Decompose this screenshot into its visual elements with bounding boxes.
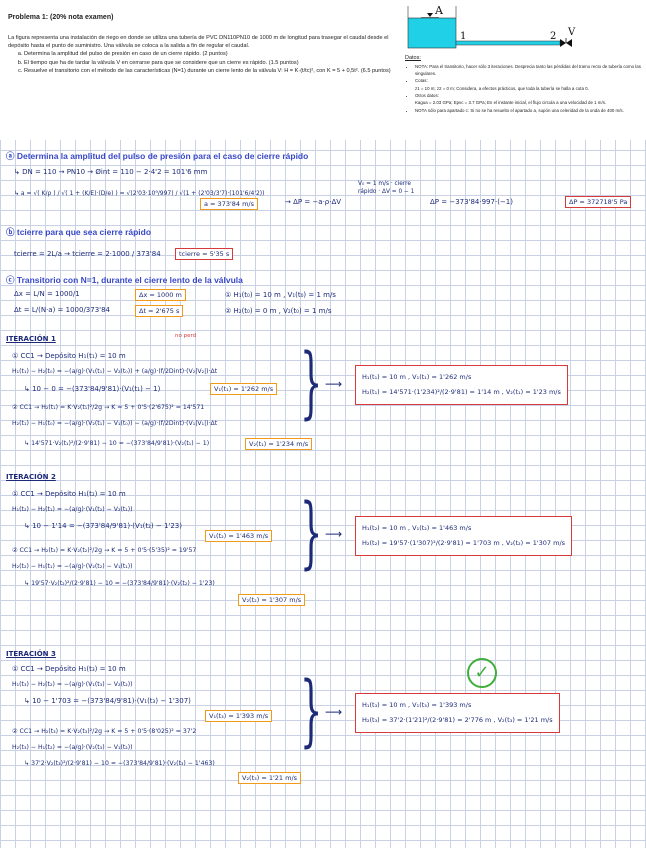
initial-node-1: ① H₁(t₀) = 10 m , V₁(t₀) = 1 m/s: [225, 291, 336, 299]
dn-line: ↳ DN = 110 → PN10 → Øint = 110 − 2·4'2 =…: [14, 168, 208, 176]
datos-panel: Datos: NOTA: Para el transitorio, hacer …: [405, 55, 641, 115]
cc2-equation: H₂(t₁) − H₁(t₀) = −(a/g)·(V₂(t₁) − V₁(t₀…: [12, 420, 218, 427]
celerity-formula: ↳ a = √( K/ρ ) / √( 1 + (K/E)·(D/e) ) = …: [14, 190, 265, 197]
cc1-equation: H₁(t₃) − H₂(t₂) = −(a/g)·(V₁(t₃) − V₂(t₂…: [12, 681, 133, 688]
valve-icon: [560, 39, 566, 47]
cc2-head: ② CC1 → H₂(t₂) = K·V₂(t₂)²/2g → K = 5 + …: [12, 547, 197, 554]
summary-node-1: H₁(t₁) = 10 m , V₁(t₁) = 1'262 m/s: [362, 373, 472, 381]
label-v: V: [567, 27, 576, 38]
cc1-substitution: ↳ 10 − 1'703 = −(373'84/9'81)·(V₁(t₃) − …: [24, 697, 191, 705]
cc2-result: V₂(t₃) = 1'21 m/s: [238, 772, 302, 784]
cc2-substitution: ↳ 14'571·V₂(t₁)²/(2·9'81) − 10 = −(373'8…: [24, 440, 210, 447]
label-2: 2: [550, 31, 556, 42]
problem-title: Problema 1: (20% nota examen): [8, 14, 114, 21]
installation-figure: A 1 2 V: [407, 4, 576, 49]
arrow-icon: ⟶: [325, 377, 343, 391]
brace: }: [300, 488, 323, 578]
brace: }: [300, 666, 323, 756]
arrow-icon: ⟶: [325, 527, 343, 541]
item-c: Resuelve el transitorio con el método de…: [24, 67, 398, 75]
problem-items: Determina la amplitud del pulso de presi…: [8, 50, 398, 75]
summary-node-1: H₁(t₃) = 10 m , V₁(t₃) = 1'393 m/s: [362, 701, 472, 709]
problem-intro: La figura representa una instalación de …: [8, 34, 398, 75]
datos-nota-c: NOTA sólo para apartado c: Si no se ha r…: [415, 108, 641, 114]
annotation-note: no perd: [175, 333, 197, 339]
n1-dt: Δt = L/(N·a) = 1000/373'84: [14, 306, 111, 314]
reservoir: [407, 17, 457, 49]
datos-nota: NOTA: Para el transitorio, hacer sólo 3 …: [415, 64, 641, 77]
n1-dt-result: Δt = 2'675 s: [135, 305, 184, 317]
cc2-equation: H₂(t₂) − H₁(t₁) = −(a/g)·(V₂(t₂) − V₁(t₁…: [12, 563, 133, 570]
datos-otros: Kagua = 2.03 GPa; Epvc = 3.7 GPa; En el …: [415, 100, 607, 106]
n1-dx-result: Δx = 1000 m: [135, 289, 186, 301]
cc2-equation: H₂(t₃) − H₁(t₂) = −(a/g)·(V₂(t₃) − V₁(t₂…: [12, 744, 133, 751]
iteration-title: ITERACIÓN 3: [6, 650, 56, 658]
cc2-head: ② CC1 → H₂(t₁) = K·V₂(t₁)²/2g → K = 5 + …: [12, 404, 205, 411]
cc1-head: ① CC1 → Depósito H₁(t₂) = 10 m: [12, 490, 126, 498]
intro-text: La figura representa una instalación de …: [8, 35, 389, 50]
iteration-title: ITERACIÓN 1: [6, 335, 56, 343]
datos-otros-label: Otros datos:: [415, 93, 641, 99]
cc1-result: V₁(t₂) = 1'463 m/s: [205, 530, 273, 542]
datos-cotas: z1 = 10 m; z2 = 0 m; Considera, a efecto…: [415, 85, 589, 91]
section-a-heading: ⓐ Determina la amplitud del pulso de pre…: [6, 151, 309, 161]
summary-node-1: H₁(t₂) = 10 m , V₁(t₂) = 1'463 m/s: [362, 524, 472, 532]
tc-formula: tcierre = 2L/a → tcierre = 2·1000 / 373'…: [14, 250, 161, 258]
label-1: 1: [460, 31, 466, 42]
cc1-equation: H₁(t₂) − H₂(t₁) = −(a/g)·(V₁(t₂) − V₂(t₁…: [12, 506, 133, 513]
water-level-icon: [427, 13, 433, 17]
iteration-summary: H₁(t₂) = 10 m , V₁(t₂) = 1'463 m/s H₂(t₂…: [355, 516, 573, 556]
cc1-substitution: ↳ 10 − 1'14 = −(373'84/9'81)·(V₁(t₂) − 1…: [24, 522, 182, 530]
celerity-result: a = 373'84 m/s: [200, 198, 259, 210]
item-b: El tiempo que ha de tardar la válvula V …: [24, 59, 398, 67]
cc1-result: V₁(t₃) = 1'393 m/s: [205, 710, 273, 722]
iteration-summary: H₁(t₃) = 10 m , V₁(t₃) = 1'393 m/s H₂(t₃…: [355, 693, 560, 733]
item-a: Determina la amplitud del pulso de presi…: [24, 50, 398, 58]
brace: }: [300, 338, 323, 428]
check-mark-icon: ✓: [467, 658, 497, 688]
iteration-summary: H₁(t₁) = 10 m , V₁(t₁) = 1'262 m/s H₂(t₁…: [355, 365, 568, 405]
dp-result: ΔP = 372718'5 Pa: [565, 196, 632, 208]
pipe: [455, 40, 561, 46]
cc2-head: ② CC1 → H₂(t₃) = K·V₂(t₃)²/2g → K = 5 + …: [12, 728, 197, 735]
cc2-substitution: ↳ 19'57·V₂(t₂)²/(2·9'81) − 10 = −(373'84…: [24, 580, 215, 587]
summary-node-2: H₂(t₃) = 37'2·(1'21)²/(2·9'81) = 2'776 m…: [362, 716, 553, 724]
dp-formula: → ΔP = −a·ρ·ΔV: [285, 198, 342, 206]
datos-list: NOTA: Para el transitorio, hacer sólo 3 …: [405, 64, 641, 114]
closure-data: V₀ = 1 m/s · cierre rápido · ΔV = 0 − 1: [358, 181, 415, 195]
cc1-substitution: ↳ 10 − 0 = −(373'84/9'81)·(V₁(t₁) − 1): [24, 385, 161, 393]
dp-calc: ΔP = −373'84·997·(−1): [430, 198, 513, 206]
arrow-icon: ⟶: [325, 705, 343, 719]
summary-node-2: H₂(t₁) = 14'571·(1'234)²/(2·9'81) = 1'14…: [362, 388, 561, 396]
cc1-equation: H₁(t₁) − H₂(t₀) = −(a/g)·(V₁(t₁) − V₂(t₀…: [12, 368, 218, 375]
section-b-heading: ⓑ tcierre para que sea cierre rápido: [6, 227, 152, 237]
cc2-result: V₂(t₂) = 1'307 m/s: [238, 594, 306, 606]
label-a: A: [434, 4, 444, 17]
datos-title: Datos:: [405, 55, 421, 61]
problem-statement-area: [0, 0, 646, 140]
summary-node-2: H₂(t₂) = 19'57·(1'307)²/(2·9'81) = 1'703…: [362, 539, 566, 547]
datos-cotas-label: Cotas:: [415, 78, 641, 84]
iteration-title: ITERACIÓN 2: [6, 473, 56, 481]
tc-result: tcierre = 5'35 s: [175, 248, 234, 260]
cc1-head: ① CC1 → Depósito H₁(t₃) = 10 m: [12, 665, 126, 673]
cc2-substitution: ↳ 37'2·V₂(t₃)²/(2·9'81) − 10 = −(373'84/…: [24, 760, 215, 767]
section-c-heading: ⓒ Transitorio con N=1, durante el cierre…: [6, 275, 243, 285]
cc2-result: V₂(t₁) = 1'234 m/s: [245, 438, 313, 450]
n1-dx: Δx = L/N = 1000/1: [14, 290, 80, 298]
cc1-result: V₁(t₁) = 1'262 m/s: [210, 383, 278, 395]
initial-node-2: ② H₂(t₀) = 0 m , V₂(t₀) = 1 m/s: [225, 307, 332, 315]
cc1-head: ① CC1 → Depósito H₁(t₁) = 10 m: [12, 352, 126, 360]
